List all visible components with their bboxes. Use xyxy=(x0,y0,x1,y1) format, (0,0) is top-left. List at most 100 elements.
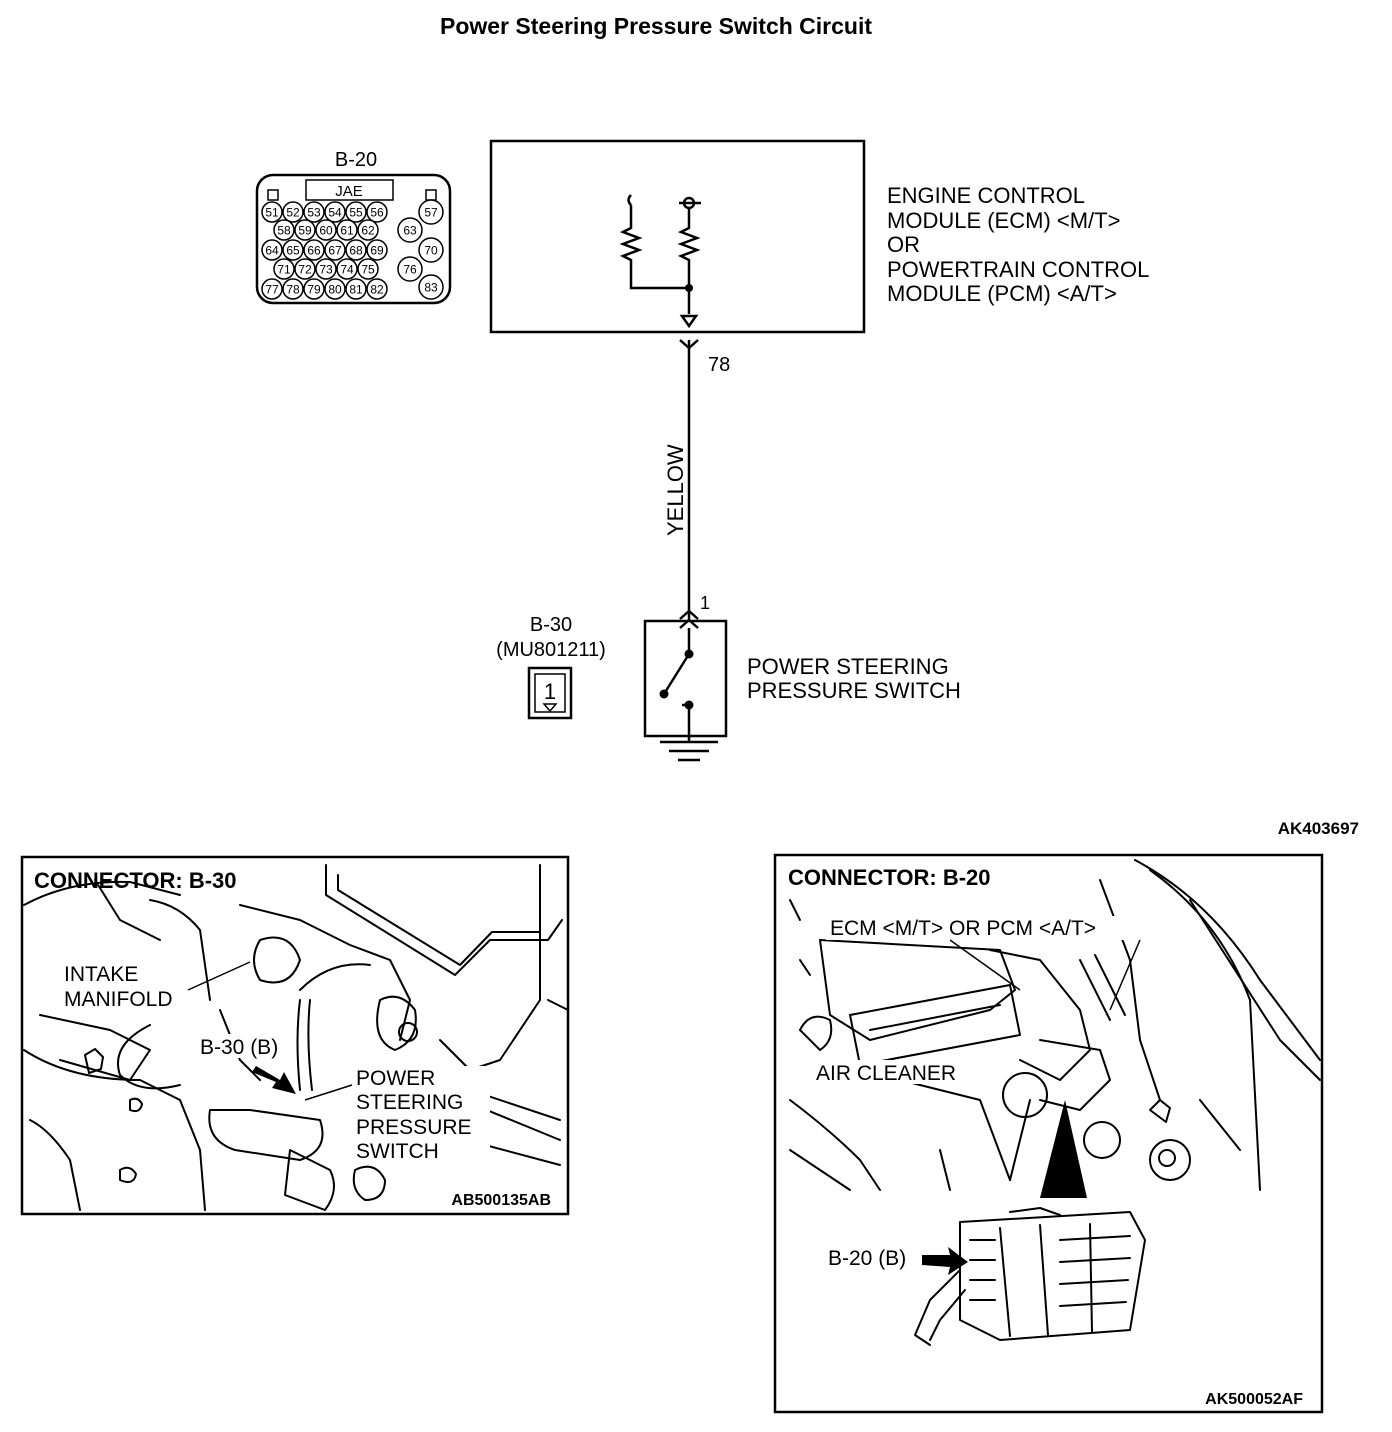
connector-b20-label: B-20 xyxy=(335,149,377,171)
connector-pin-number: 60 xyxy=(319,224,333,238)
connector-pin: 63 xyxy=(397,217,423,243)
connector-pin: 80 xyxy=(324,278,346,300)
connector-b30-part-number: (MU801211) xyxy=(496,639,606,661)
connector-pin: 60 xyxy=(315,219,337,241)
connector-pin-number: 64 xyxy=(265,244,279,258)
switch-label-line: PRESSURE SWITCH xyxy=(747,678,961,703)
connector-pin: 61 xyxy=(336,219,358,241)
ecm-label: ENGINE CONTROL MODULE (ECM) <M/T> OR POW… xyxy=(887,183,1149,306)
panel-b30-code: AB500135AB xyxy=(451,1192,551,1209)
ecm-label-line: MODULE (ECM) <M/T> xyxy=(887,208,1120,233)
connector-pin: 79 xyxy=(303,278,325,300)
connector-pin-number: 68 xyxy=(349,244,363,258)
connector-pin: 62 xyxy=(357,219,379,241)
connector-pin-number: 83 xyxy=(424,281,438,295)
b20-pointer-label: B-20 (B) xyxy=(828,1247,906,1270)
switch-label-line: POWER STEERING xyxy=(747,654,949,679)
connector-pin: 75 xyxy=(357,258,379,280)
connector-b30-pin-symbol: 1 xyxy=(544,679,556,704)
connector-b30: B-30 (MU801211) 1 xyxy=(496,614,606,720)
connector-b30-label: B-30 xyxy=(530,614,572,636)
connector-pin: 76 xyxy=(397,256,423,282)
engine-bay-sketch-b20 xyxy=(789,859,1321,1191)
connector-pin-number: 61 xyxy=(340,224,354,238)
panel-b20-code: AK500052AF xyxy=(1205,1391,1303,1408)
connector-pin-number: 67 xyxy=(328,244,342,258)
connector-pin: 59 xyxy=(294,219,316,241)
connector-pin: 70 xyxy=(418,237,444,263)
switch-callout-line: PRESSURE xyxy=(356,1116,472,1139)
connector-pin-number: 69 xyxy=(370,244,384,258)
connector-pin-number: 81 xyxy=(349,283,363,297)
switch-callout-line: POWER xyxy=(356,1067,435,1090)
wire-color-label: YELLOW xyxy=(663,444,688,536)
panel-b30-heading: CONNECTOR: B-30 xyxy=(34,868,237,893)
connector-pin-number: 62 xyxy=(361,224,375,238)
wire-yellow: 78 YELLOW 1 xyxy=(663,339,730,629)
diagram-title: Power Steering Pressure Switch Circuit xyxy=(440,13,872,39)
connector-pin-number: 76 xyxy=(403,263,417,277)
ecm-label-line: ENGINE CONTROL xyxy=(887,183,1085,208)
connector-pin: 65 xyxy=(282,239,304,261)
connector-pin-number: 59 xyxy=(298,224,312,238)
connector-pin: 78 xyxy=(282,278,304,300)
connector-pin-number: 77 xyxy=(265,283,279,297)
ecm-pin-number: 78 xyxy=(708,354,730,376)
connector-pin-number: 51 xyxy=(265,206,279,220)
connector-pin: 51 xyxy=(261,201,283,223)
ecm-label-line: OR xyxy=(887,232,920,257)
connector-pin: 82 xyxy=(366,278,388,300)
connector-pin: 66 xyxy=(303,239,325,261)
connector-pin-number: 73 xyxy=(319,263,333,277)
connector-pin: 52 xyxy=(282,201,304,223)
engine-bay-sketch-b30 xyxy=(23,864,569,1211)
connector-pin: 77 xyxy=(261,278,283,300)
b30-pointer-label: B-30 (B) xyxy=(200,1036,278,1059)
connector-pin: 54 xyxy=(324,201,346,223)
connector-pin: 71 xyxy=(273,258,295,280)
connector-pin-number: 55 xyxy=(349,206,363,220)
connector-pin-number: 72 xyxy=(298,263,312,277)
connector-pin: 53 xyxy=(303,201,325,223)
connector-pin: 81 xyxy=(345,278,367,300)
connector-pin-number: 78 xyxy=(286,283,300,297)
switch-pin-number: 1 xyxy=(700,593,710,613)
connector-pin-number: 79 xyxy=(307,283,321,297)
connector-pin: 74 xyxy=(336,258,358,280)
ecm-pcm-label: ECM <M/T> OR PCM <A/T> xyxy=(830,917,1096,940)
connector-pin-number: 52 xyxy=(286,206,300,220)
connector-pin: 58 xyxy=(273,219,295,241)
connector-pin: 69 xyxy=(366,239,388,261)
connector-pin: 64 xyxy=(261,239,283,261)
panel-connector-b20: CONNECTOR: B-20 ECM <M/T> OR PCM <A/T> A… xyxy=(773,853,1324,1414)
power-steering-pressure-switch: POWER STEERING PRESSURE SWITCH xyxy=(643,619,961,762)
connector-pin: 72 xyxy=(294,258,316,280)
connector-pin: 55 xyxy=(345,201,367,223)
connector-pin-number: 80 xyxy=(328,283,342,297)
connector-pin-number: 63 xyxy=(403,224,417,238)
intake-manifold-label-line: INTAKE xyxy=(64,963,138,986)
air-cleaner-label: AIR CLEANER xyxy=(816,1062,956,1085)
ecm-unit-sketch xyxy=(914,1207,1146,1346)
connector-pin: 83 xyxy=(418,274,444,300)
connector-pin-number: 58 xyxy=(277,224,291,238)
diagram-ref-code: AK403697 xyxy=(1278,819,1359,838)
connector-pin-number: 65 xyxy=(286,244,300,258)
connector-pin: 57 xyxy=(418,199,444,225)
connector-pin: 56 xyxy=(366,201,388,223)
connector-pin-number: 82 xyxy=(370,283,384,297)
connector-pin-number: 57 xyxy=(424,206,438,220)
connector-pin: 67 xyxy=(324,239,346,261)
connector-pin-number: 74 xyxy=(340,263,354,277)
switch-callout-line: STEERING xyxy=(356,1091,463,1114)
connector-pin: 73 xyxy=(315,258,337,280)
connector-pin-number: 70 xyxy=(424,244,438,258)
connector-pin-number: 54 xyxy=(328,206,342,220)
switch-callout-line: SWITCH xyxy=(356,1140,439,1163)
connector-pin-number: 53 xyxy=(307,206,321,220)
ecm-label-line: POWERTRAIN CONTROL xyxy=(887,257,1149,282)
panel-connector-b30: CONNECTOR: B-30 INTAKE MANIFOLD B-30 (B)… xyxy=(20,855,570,1216)
ecm-module: ENGINE CONTROL MODULE (ECM) <M/T> OR POW… xyxy=(489,139,1149,334)
